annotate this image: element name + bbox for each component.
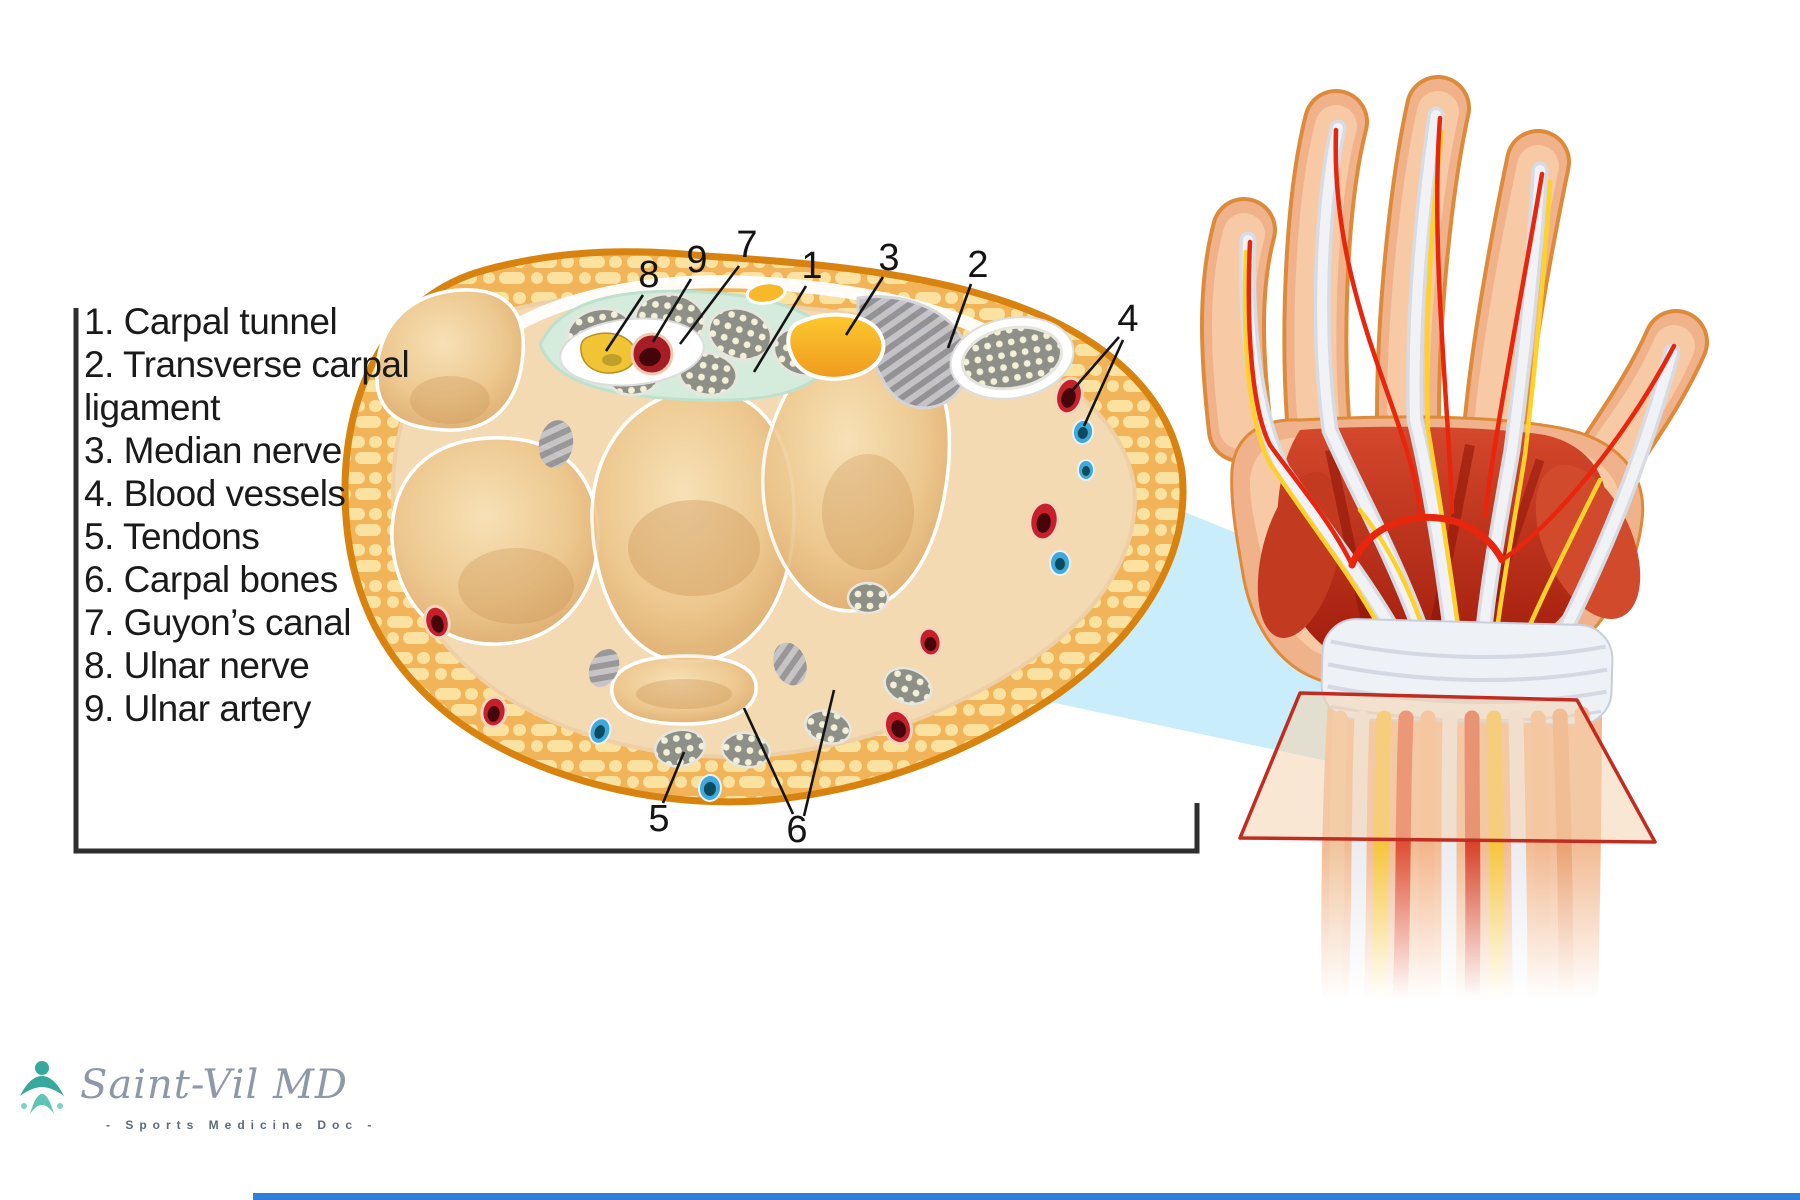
hand-arteries [1246, 115, 1677, 569]
section-plane [1238, 691, 1657, 844]
marker-7: 7 [736, 224, 757, 266]
guyons-canal [559, 317, 705, 387]
forearm-fade [1225, 845, 1715, 1025]
blood-vessels [423, 376, 1095, 802]
wrist-cross-section [341, 248, 1187, 806]
marker-3: 3 [878, 237, 899, 279]
carpal-bones [375, 288, 952, 726]
legend-item: 4. Blood vessels [84, 473, 346, 514]
marker-8: 8 [638, 254, 659, 296]
extensor-tendons [653, 581, 933, 769]
fingers [1200, 75, 1709, 503]
legend-item: 1. Carpal tunnel [84, 301, 338, 342]
radial-tendon-sheath [949, 316, 1075, 400]
logo-mark-icon [20, 1061, 64, 1114]
marker-4: 4 [1117, 298, 1138, 340]
leader-lines [604, 265, 1125, 817]
ulnar-artery [630, 332, 674, 376]
legend-item: 5. Tendons [84, 516, 260, 557]
marker-1: 1 [801, 245, 822, 287]
logo: Saint-Vil MD - Sports Medicine Doc - [14, 1048, 434, 1158]
median-nerve [745, 281, 886, 381]
marker-2: 2 [967, 244, 988, 286]
forearm-fade-solid [1225, 1005, 1715, 1085]
logo-tagline: - Sports Medicine Doc - [106, 1118, 378, 1132]
figure-bracket [73, 308, 1200, 854]
marker-9: 9 [686, 239, 707, 281]
legend-item: 2. Transverse carpal ligament [84, 344, 410, 428]
marker-5: 5 [648, 798, 669, 840]
marker-6: 6 [786, 809, 807, 851]
number-markers: 8 9 7 1 3 2 4 5 6 [638, 224, 1138, 851]
logo-name: Saint-Vil MD [80, 1062, 348, 1108]
legend-item: 6. Carpal bones [84, 559, 338, 600]
interosseous-ligaments [538, 420, 807, 688]
legend-item: 8. Ulnar nerve [84, 645, 310, 686]
legend: 1. Carpal tunnel 2. Transverse carpal li… [84, 300, 429, 730]
legend-item: 9. Ulnar artery [84, 688, 311, 729]
legend-item: 3. Median nerve [84, 430, 342, 471]
legend-item: 7. Guyon’s canal [84, 602, 351, 643]
ulnar-nerve [580, 332, 637, 374]
bottom-blue-bar [253, 1193, 1800, 1200]
